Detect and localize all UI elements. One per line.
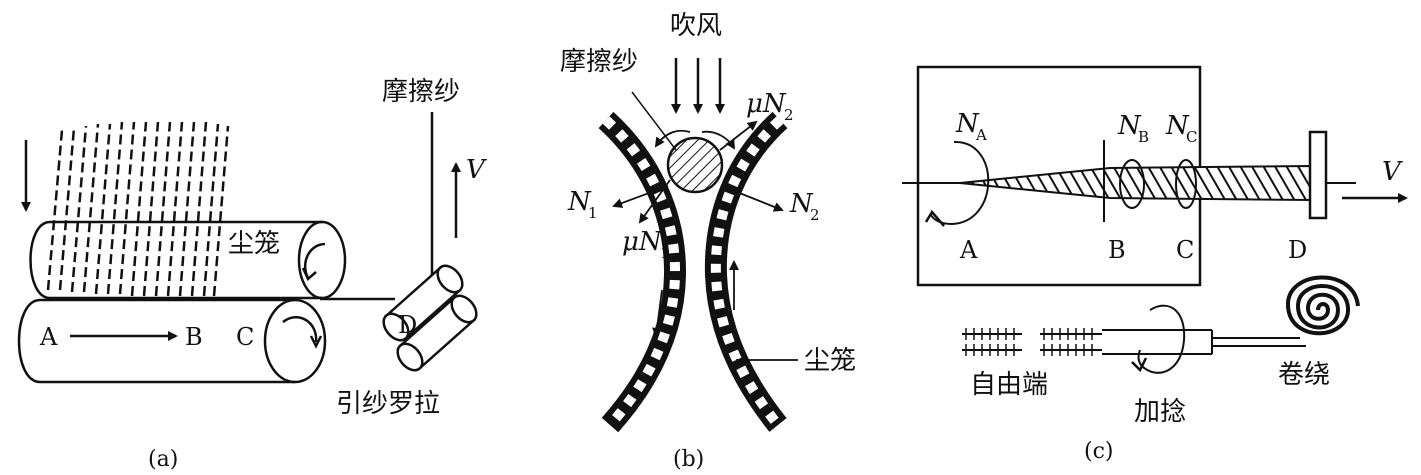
delivery-rollers: [382, 264, 478, 372]
label-c-a: C: [236, 323, 254, 351]
panel-a: 尘笼 A B C 摩擦纱 V D 引纱罗拉: [17, 77, 487, 472]
caption-b: (b): [673, 447, 704, 472]
label-nc: N: [1165, 111, 1190, 141]
label-v-c: V: [1382, 157, 1403, 187]
fiber-stream: [46, 121, 230, 297]
blowing-arrows: [671, 58, 725, 114]
label-mun1-sub: 1: [660, 244, 670, 262]
rotation-na-head: [924, 209, 945, 227]
label-a-a: A: [39, 323, 58, 351]
force-mun1-arrow: [638, 179, 671, 224]
cylinder-lower: [17, 298, 327, 384]
label-dust-cage-b: 尘笼: [804, 346, 856, 376]
label-nb: N: [1117, 111, 1142, 141]
twisting-loop-head: [1131, 357, 1148, 373]
label-d-c: D: [1288, 236, 1307, 264]
label-d-a: D: [398, 311, 417, 339]
dust-cage-left: [598, 111, 687, 433]
label-mun2: μN: [746, 89, 787, 119]
caption-c: (c): [1084, 439, 1114, 464]
free-end-ticks: [965, 328, 1093, 356]
force-n1-arrow: [612, 185, 669, 208]
label-nb-sub: B: [1138, 128, 1149, 146]
label-dust-cage-a: 尘笼: [228, 229, 280, 259]
label-a-c: A: [959, 236, 978, 264]
label-friction-yarn-a: 摩擦纱: [382, 77, 460, 107]
twisting-loop: [1137, 304, 1186, 374]
label-friction-yarn-b: 摩擦纱: [560, 47, 638, 77]
label-n1: N: [567, 187, 592, 217]
force-n2-arrow: [721, 185, 784, 212]
label-twisting: 加捻: [1134, 397, 1186, 427]
label-mun1: μN: [622, 227, 663, 257]
label-mun2-sub: 2: [784, 106, 794, 124]
dust-cage-upper: [29, 220, 347, 300]
yarn-cross-section: [666, 136, 724, 194]
twist-loop-b: [1119, 159, 1145, 209]
take-up-roller-d: [1308, 130, 1328, 220]
label-delivery-rollers: 引纱罗拉: [336, 389, 440, 419]
label-b-c: B: [1108, 236, 1126, 264]
caption-a: (a): [148, 447, 178, 472]
friction-yarn-pointer: [631, 91, 677, 151]
label-n2-sub: 2: [810, 206, 820, 224]
label-blowing: 吹风: [670, 11, 722, 41]
label-na-sub: A: [975, 126, 987, 144]
panel-b: 吹风 摩擦纱 N 1 N 2 μN 2 μ: [560, 11, 856, 472]
panel-c: V N A N B N C A B C D: [902, 65, 1408, 464]
rotation-arrow-right: [701, 130, 736, 150]
label-free-end: 自由端: [970, 370, 1048, 400]
label-winding: 卷绕: [1278, 360, 1330, 390]
label-v-a: V: [466, 155, 487, 185]
label-b-a: B: [185, 323, 203, 351]
yarn-to-winding: [1102, 329, 1306, 355]
label-c-c: C: [1176, 236, 1194, 264]
label-n2: N: [789, 189, 814, 219]
rotation-na: [929, 140, 990, 226]
cage-motion-left: [652, 289, 663, 338]
rotation-arrow-left: [654, 129, 691, 148]
free-end-fibers: [962, 333, 1102, 351]
dust-cage-right: [704, 111, 788, 432]
twist-loop-c: [1175, 159, 1197, 209]
force-mun2-arrow: [719, 120, 758, 151]
winding-spiral: [1285, 275, 1360, 336]
label-na: N: [955, 109, 980, 139]
label-n1-sub: 1: [588, 204, 598, 222]
yarn-taper: [959, 164, 1313, 202]
label-nc-sub: C: [1186, 128, 1197, 146]
